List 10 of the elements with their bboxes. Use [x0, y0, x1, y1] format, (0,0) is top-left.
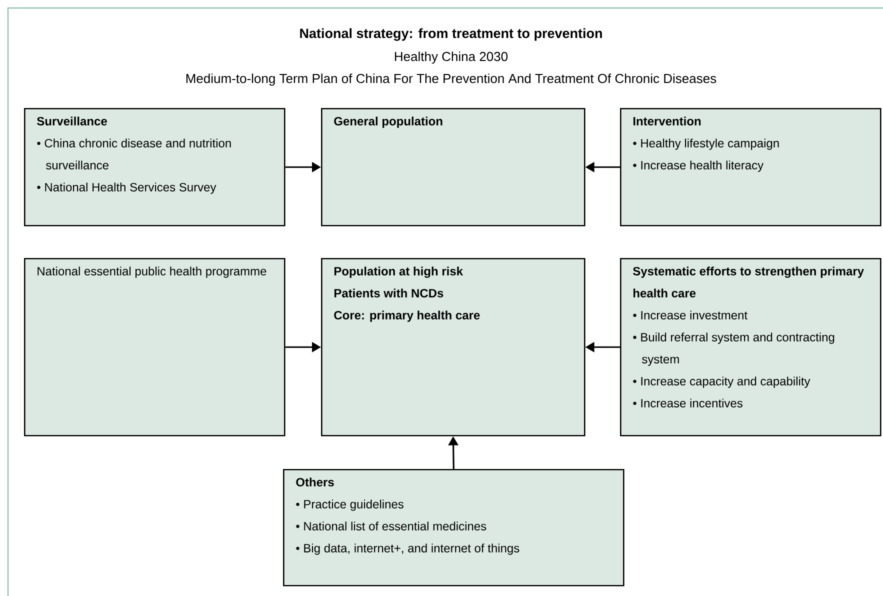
text-box: General population [321, 108, 586, 226]
subtitle: Medium-to-long Term Plan of China For The Prevention And Treatment Of Chronic Diseases [186, 74, 716, 86]
text-box: Surveillance • China chronic disease and nutrition surveillance • National Health Services Survey [24, 108, 286, 226]
text-box: Others • Practice guidelines • National list of essential medicines • Big data, internet+, and internet of things [283, 468, 624, 586]
subtitle: Healthy China 2030 [394, 52, 508, 64]
text-box: Intervention • Healthy lifestyle campaign • Increase health literacy [620, 108, 882, 226]
title: National strategy: from treatment to prevention [300, 28, 602, 41]
text-box: Systematic efforts to strengthen primary health care • Increase investment • Build referral system and contracting system • Increase capacity and capability • Increase incentives [620, 258, 882, 436]
text-box: National essential public health programme [24, 258, 286, 436]
text-box: Population at high risk Patients with NCDs Core: primary health care [321, 258, 586, 436]
